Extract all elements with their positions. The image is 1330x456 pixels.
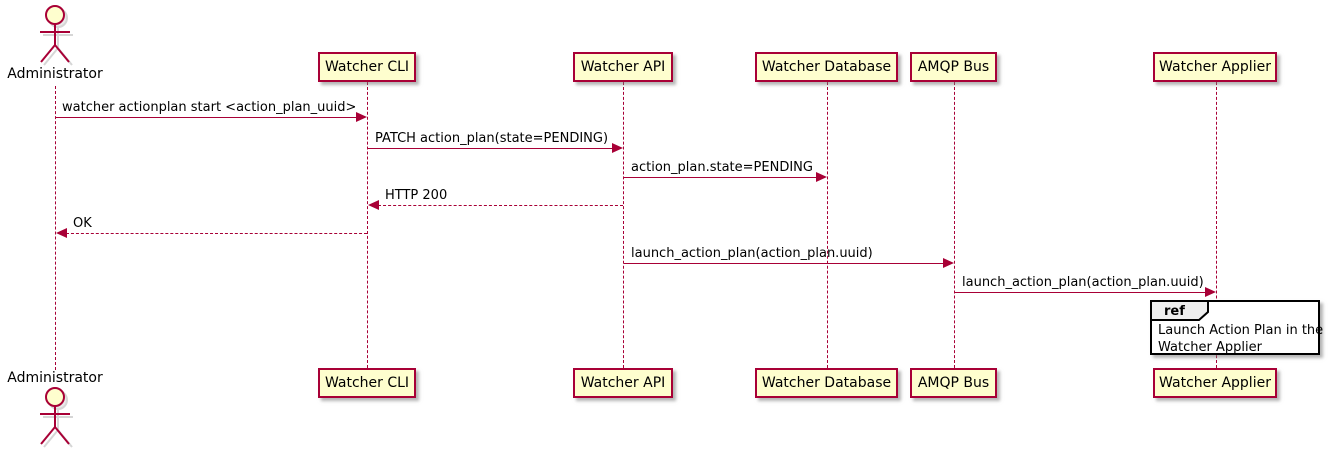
ref-header: ref — [1150, 300, 1209, 321]
participant-watcher-applier-bottom: Watcher Applier — [1153, 368, 1277, 398]
ref-text: Launch Action Plan in the Watcher Applie… — [1158, 322, 1324, 356]
message-line-launch-to-amqp — [624, 263, 944, 264]
ref-text-line1: Launch Action Plan in the — [1158, 323, 1324, 338]
message-label-http-200: HTTP 200 — [385, 188, 448, 203]
message-label-patch-action-plan: PATCH action_plan(state=PENDING) — [375, 131, 609, 146]
lifeline-watcher-applier — [1216, 82, 1217, 368]
lifeline-administrator — [55, 86, 56, 370]
message-label-start-actionplan: watcher actionplan start <action_plan_uu… — [62, 100, 357, 115]
participant-watcher-api-bottom: Watcher API — [573, 368, 673, 398]
participant-watcher-api-top: Watcher API — [573, 52, 673, 82]
participant-watcher-database-bottom: Watcher Database — [755, 368, 898, 398]
actor-label-bottom: Administrator — [7, 370, 103, 386]
message-label-state-pending: action_plan.state=PENDING — [631, 160, 813, 175]
participant-amqp-bus-bottom: AMQP Bus — [910, 368, 997, 398]
message-line-patch-action-plan — [368, 148, 613, 149]
participant-watcher-cli-top: Watcher CLI — [318, 52, 416, 82]
arrowhead-right-icon — [816, 172, 827, 182]
ref-fragment: ref Launch Action Plan in the Watcher Ap… — [1150, 300, 1324, 356]
message-label-ok: OK — [73, 216, 92, 231]
lifeline-watcher-database — [827, 82, 828, 368]
ref-keyword: ref — [1164, 304, 1185, 319]
message-line-launch-to-applier — [955, 292, 1206, 293]
message-label-launch-to-amqp: launch_action_plan(action_plan.uuid) — [631, 246, 873, 261]
message-line-state-pending — [624, 177, 817, 178]
message-label-launch-to-applier: launch_action_plan(action_plan.uuid) — [962, 275, 1204, 290]
message-line-start-actionplan — [55, 117, 357, 118]
arrowhead-left-icon — [56, 228, 67, 238]
message-line-ok — [66, 233, 367, 234]
message-line-http-200 — [378, 205, 623, 206]
ref-text-line2: Watcher Applier — [1158, 340, 1262, 355]
arrowhead-right-icon — [1205, 287, 1216, 297]
participant-watcher-applier-top: Watcher Applier — [1153, 52, 1277, 82]
participant-watcher-database-top: Watcher Database — [755, 52, 898, 82]
arrowhead-right-icon — [612, 143, 623, 153]
lifeline-watcher-cli — [367, 82, 368, 368]
lifeline-watcher-api — [623, 82, 624, 368]
arrowhead-left-icon — [368, 200, 379, 210]
arrowhead-right-icon — [943, 258, 954, 268]
lifeline-amqp-bus — [954, 82, 955, 368]
actor-figure-top — [40, 5, 73, 66]
actor-label-top: Administrator — [7, 66, 103, 82]
participant-amqp-bus-top: AMQP Bus — [910, 52, 997, 82]
participant-watcher-cli-bottom: Watcher CLI — [318, 368, 416, 398]
arrowhead-right-icon — [356, 112, 367, 122]
actor-figure-bottom — [40, 387, 73, 448]
